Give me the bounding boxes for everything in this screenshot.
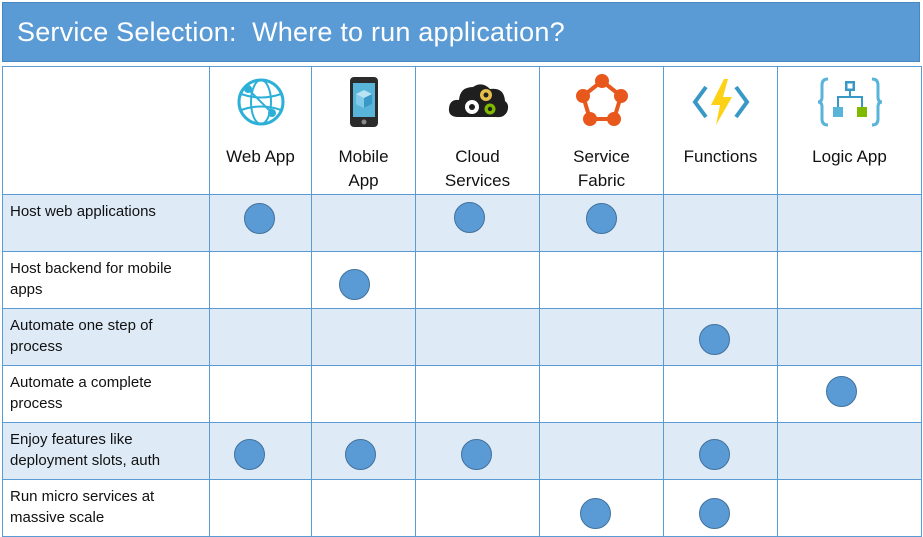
- matrix-cell-logicapp: [777, 308, 922, 366]
- matrix-cell-webapp: [209, 251, 312, 309]
- table-row: Run micro services at massive scale: [2, 479, 922, 537]
- matrix-cell-cloudservices: [415, 308, 540, 366]
- service-fabric-pentagon-icon: [575, 74, 628, 126]
- applicable-dot: [580, 498, 611, 529]
- feature-label: Run micro services at massive scale: [2, 479, 210, 537]
- functions-bolt-icon: [692, 79, 749, 125]
- feature-label: Automate one step of process: [2, 308, 210, 366]
- mobile-app-phone-icon: [349, 77, 378, 127]
- applicable-dot: [699, 498, 730, 529]
- table-row: Host backend for mobile apps: [2, 251, 922, 309]
- table-row: Host web applications: [2, 194, 922, 252]
- service-label-webapp: Web App: [226, 147, 295, 166]
- feature-label: Host web applications: [2, 194, 210, 252]
- matrix-cell-mobileapp: [311, 308, 416, 366]
- table-row: Automate one step of process: [2, 308, 922, 366]
- matrix-cell-webapp: [209, 194, 312, 252]
- matrix-cell-cloudservices: [415, 194, 540, 252]
- matrix-cell-cloudservices: [415, 422, 540, 480]
- header-cell-logicapp: Logic App: [777, 66, 922, 195]
- matrix-cell-functions: [663, 365, 778, 423]
- matrix-cell-webapp: [209, 365, 312, 423]
- matrix-cell-cloudservices: [415, 251, 540, 309]
- matrix-cell-cloudservices: [415, 479, 540, 537]
- header-cell-webapp: Web App: [209, 66, 312, 195]
- matrix-cell-mobileapp: [311, 479, 416, 537]
- header-cell-functions: Functions: [663, 66, 778, 195]
- matrix-cell-logicapp: [777, 194, 922, 252]
- matrix-cell-logicapp: [777, 251, 922, 309]
- matrix-cell-webapp: [209, 308, 312, 366]
- applicable-dot: [461, 439, 492, 470]
- applicable-dot: [345, 439, 376, 470]
- matrix-cell-functions: [663, 308, 778, 366]
- applicable-dot: [826, 376, 857, 407]
- feature-label: Host backend for mobile apps: [2, 251, 210, 309]
- matrix-cell-logicapp: [777, 365, 922, 423]
- applicable-dot: [454, 202, 485, 233]
- cloud-services-gears-icon: [448, 84, 508, 118]
- feature-label: Enjoy features like deployment slots, au…: [2, 422, 210, 480]
- matrix-cell-functions: [663, 194, 778, 252]
- applicable-dot: [234, 439, 265, 470]
- applicable-dot: [699, 439, 730, 470]
- matrix-cell-logicapp: [777, 422, 922, 480]
- matrix-cell-mobileapp: [311, 422, 416, 480]
- matrix-cell-servicefabric: [539, 365, 664, 423]
- service-label-logicapp: Logic App: [812, 147, 887, 166]
- table-row: Automate a complete process: [2, 365, 922, 423]
- matrix-cell-servicefabric: [539, 422, 664, 480]
- applicable-dot: [699, 324, 730, 355]
- title-bar: Service Selection: Where to run applicat…: [2, 2, 920, 62]
- service-label-functions: Functions: [683, 147, 758, 166]
- matrix-cell-servicefabric: [539, 308, 664, 366]
- web-app-globe-icon: [237, 78, 284, 126]
- feature-label: Automate a complete process: [2, 365, 210, 423]
- matrix-cell-servicefabric: [539, 251, 664, 309]
- page-title: Service Selection: Where to run applicat…: [17, 17, 565, 47]
- matrix-cell-mobileapp: [311, 251, 416, 309]
- matrix-cell-logicapp: [777, 479, 922, 537]
- matrix-cell-webapp: [209, 479, 312, 537]
- matrix-cell-functions: [663, 479, 778, 537]
- matrix-cell-servicefabric: [539, 194, 664, 252]
- matrix-cell-mobileapp: [311, 365, 416, 423]
- matrix-cell-mobileapp: [311, 194, 416, 252]
- header-corner-cell: [2, 66, 210, 195]
- table-row: Enjoy features like deployment slots, au…: [2, 422, 922, 480]
- matrix-cell-servicefabric: [539, 479, 664, 537]
- matrix-cell-cloudservices: [415, 365, 540, 423]
- logic-app-flow-icon: [817, 77, 882, 127]
- matrix-cell-functions: [663, 251, 778, 309]
- matrix-cell-functions: [663, 422, 778, 480]
- applicable-dot: [586, 203, 617, 234]
- applicable-dot: [244, 203, 275, 234]
- matrix-cell-webapp: [209, 422, 312, 480]
- applicable-dot: [339, 269, 370, 300]
